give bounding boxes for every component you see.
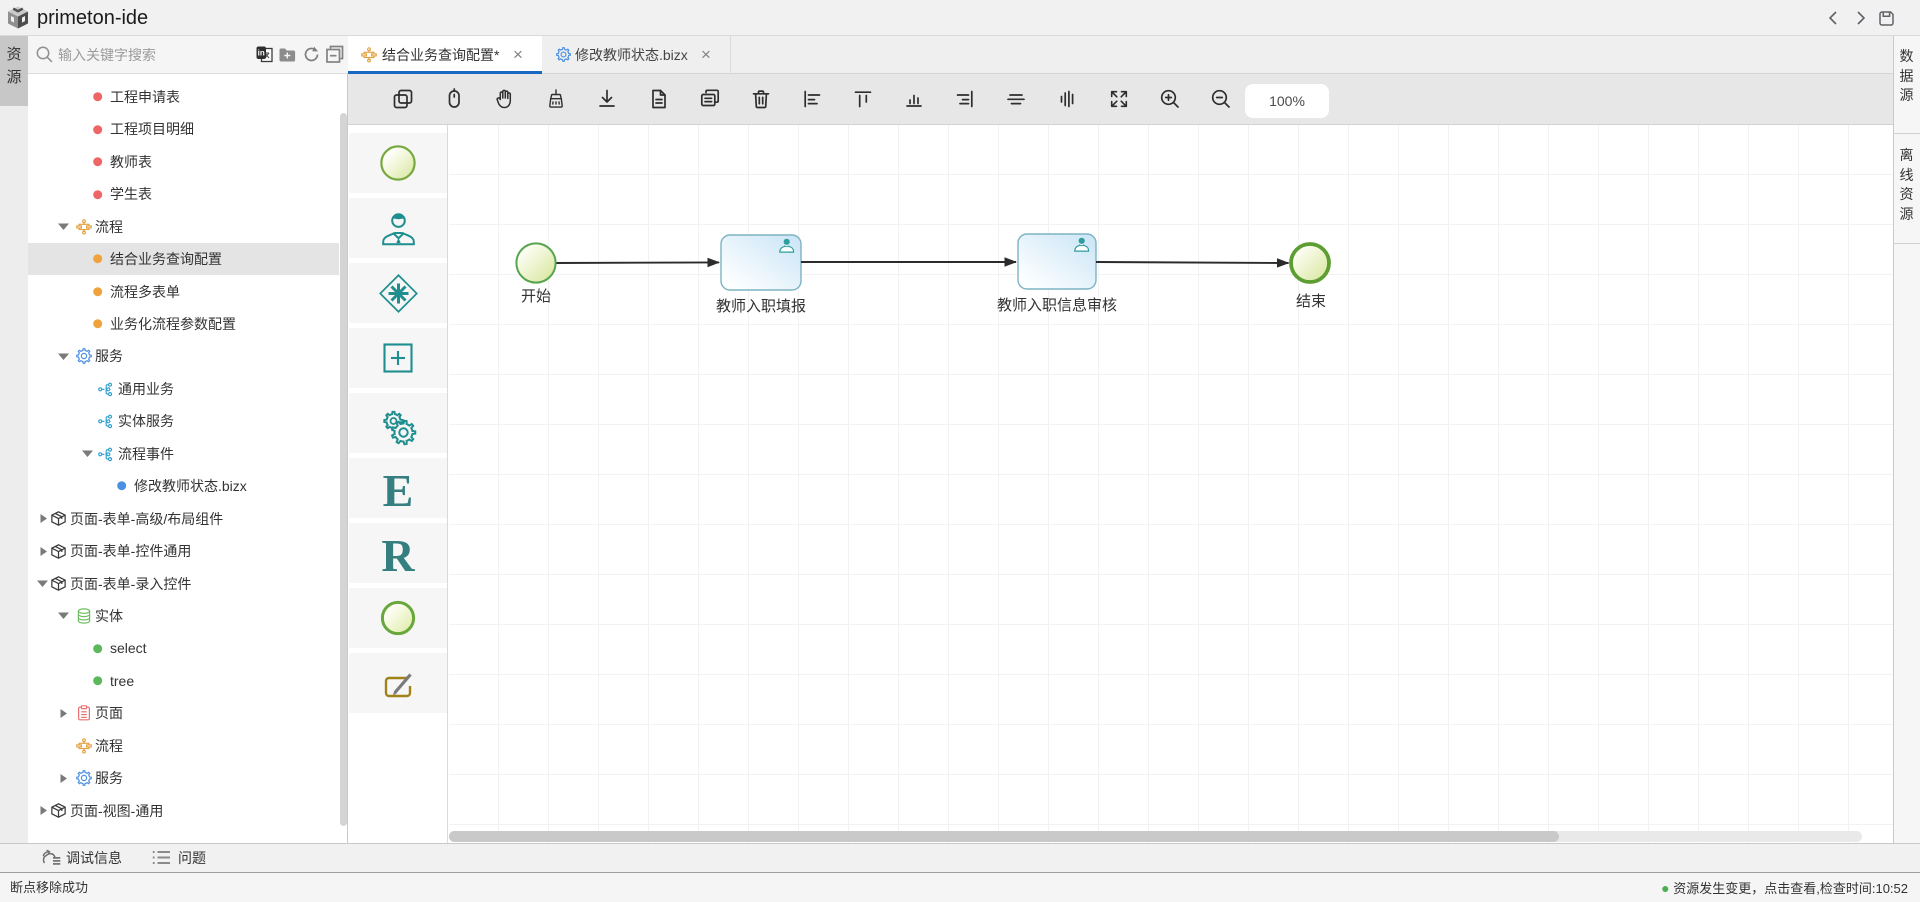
- svg-text:in: in: [258, 49, 265, 58]
